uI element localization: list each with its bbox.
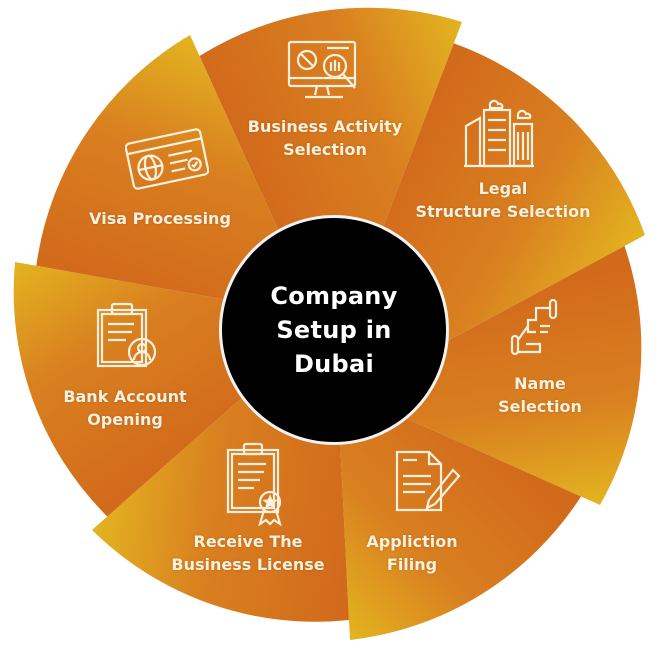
center-hub: Company Setup in Dubai (222, 218, 446, 442)
label-line: Receive The (193, 532, 303, 551)
wedge-business-activity (199, 7, 462, 331)
label-line: Legal (478, 179, 528, 198)
center-title-line: Company (270, 282, 398, 310)
label-line: Name (514, 374, 566, 393)
label-line: Selection (283, 140, 367, 159)
monitor-analytics-icon (287, 40, 369, 102)
visa-card-globe-icon (125, 128, 209, 190)
label-line: Bank Account (63, 387, 187, 406)
label-line: Opening (87, 410, 163, 429)
certificate-clipboard-icon (226, 442, 288, 526)
wedge-name-selection (335, 246, 642, 505)
hand-frame-icon (510, 298, 570, 358)
label-line: Appliction (366, 532, 458, 551)
clipboard-user-icon (96, 302, 158, 368)
document-pen-icon (395, 450, 461, 514)
label-line: Selection (498, 397, 582, 416)
label-line: Business License (171, 555, 325, 574)
label-line: Visa Processing (89, 209, 231, 228)
buildings-icon (462, 96, 538, 168)
center-title-line: Setup in (276, 316, 392, 344)
segment-visa-processing-label: Visa Processing (89, 207, 231, 230)
label-line: Filing (386, 555, 438, 574)
center-title-line: Dubai (293, 350, 375, 378)
label-line: Business Activity (247, 117, 403, 136)
label-line: Structure Selection (415, 202, 591, 221)
